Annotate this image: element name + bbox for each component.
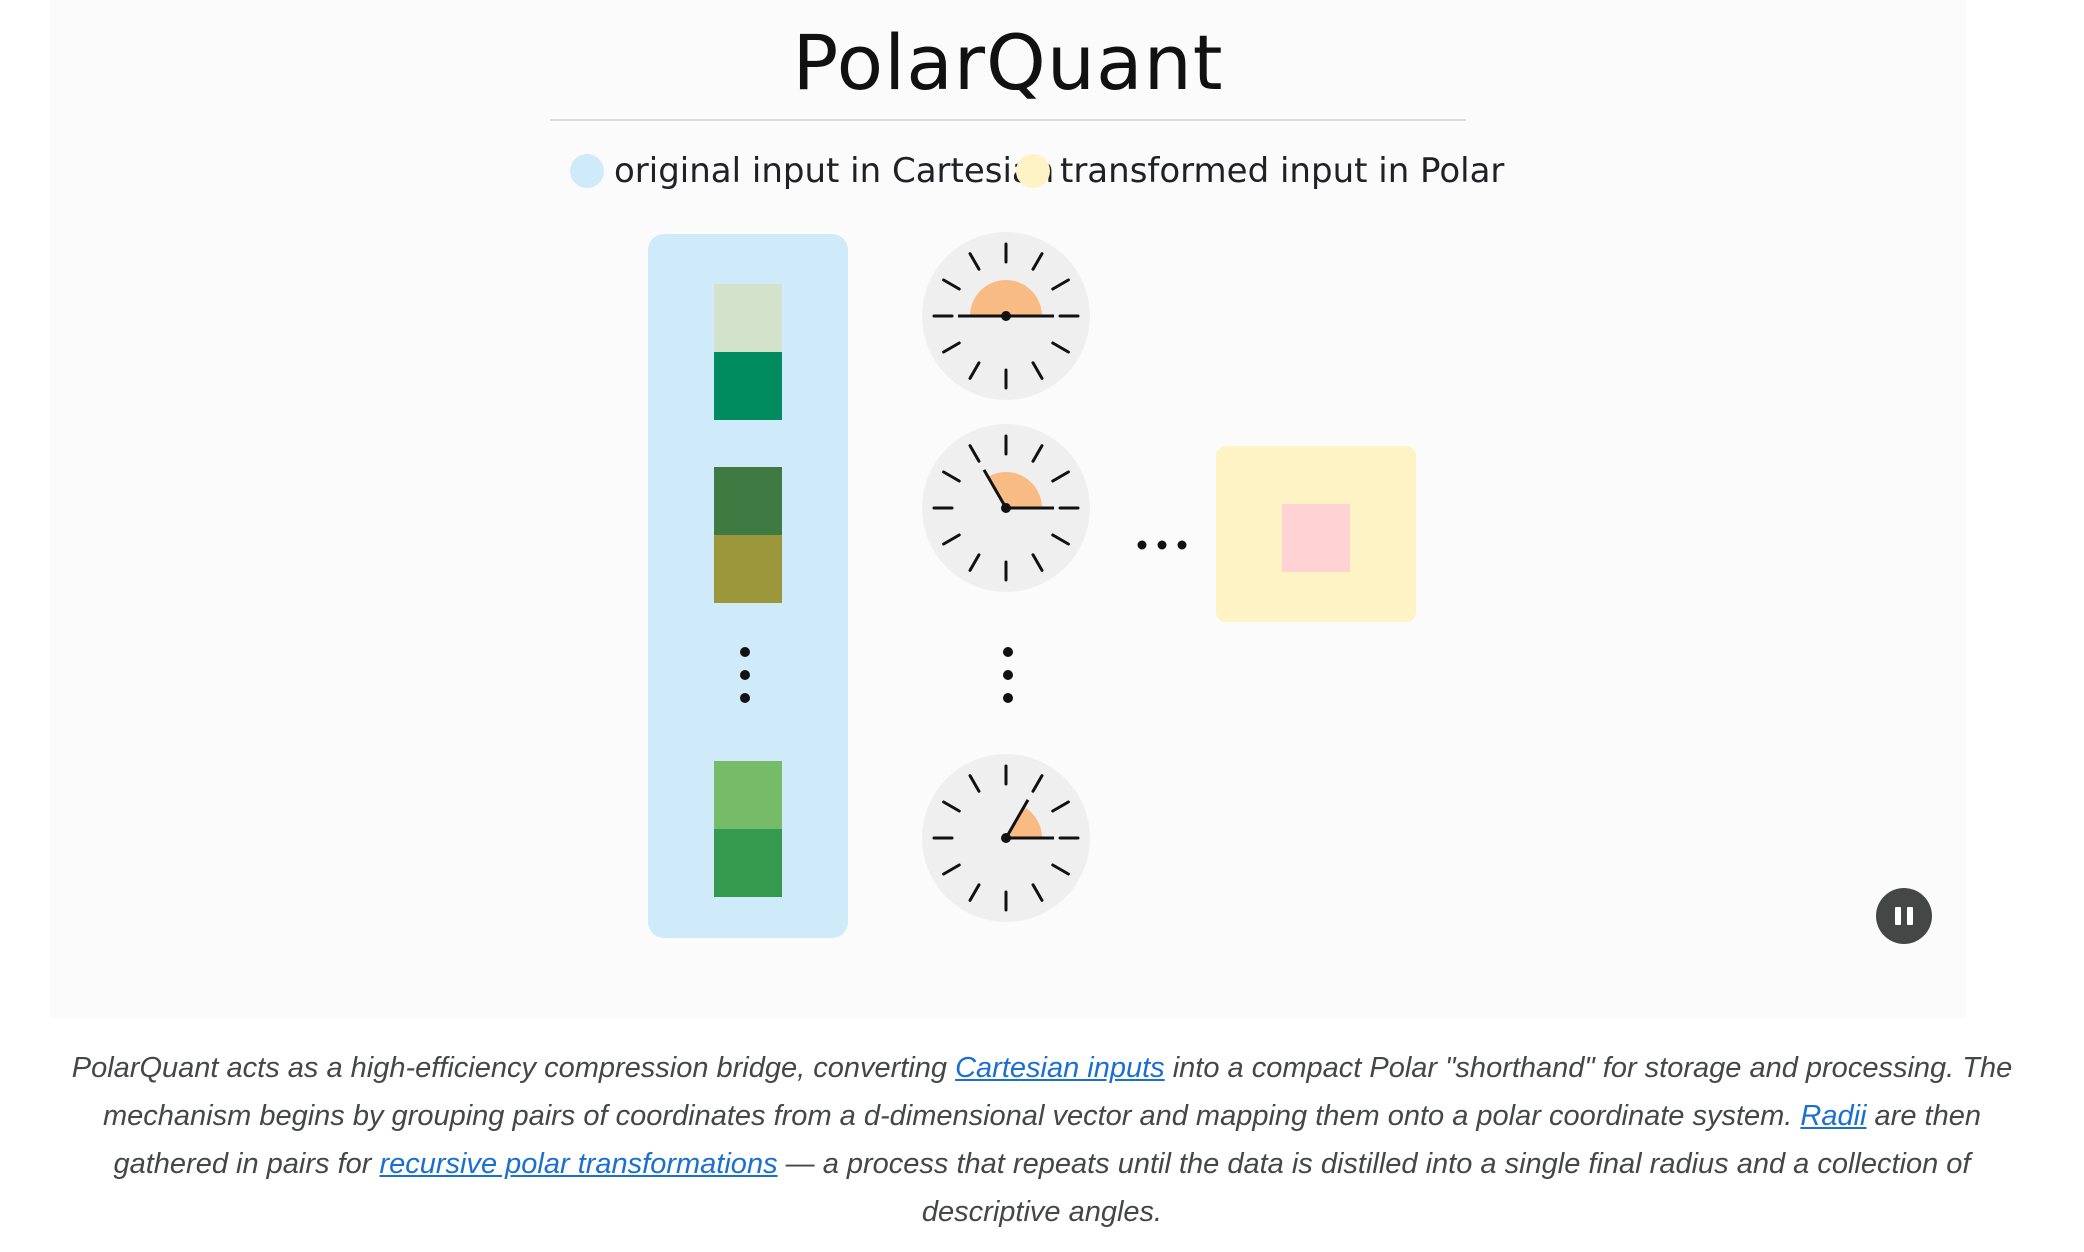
horizontal-dot-0 [1137, 540, 1147, 550]
vertical-dot-5 [1003, 693, 1013, 703]
radii-link[interactable]: Radii [1800, 1100, 1867, 1132]
vertical-ellipsis [740, 647, 1013, 703]
cartesian-squares [714, 284, 782, 897]
dial-angle-arc [970, 280, 1042, 316]
dial-tick [1031, 252, 1044, 271]
pause-button[interactable] [1876, 888, 1932, 944]
dial-tick [1031, 883, 1044, 902]
square-pair-0-top [714, 284, 782, 352]
dial-tick [1031, 553, 1044, 572]
dial-tick [1051, 470, 1070, 483]
dial-tick [942, 341, 961, 354]
dial-tick [1031, 361, 1044, 380]
square-pair-1-top [714, 467, 782, 535]
caption-text-4: — a process that repeats until the data … [777, 1148, 1971, 1228]
horizontal-dot-1 [1157, 540, 1167, 550]
polar-dial-0 [922, 232, 1090, 400]
legend-label-cartesian: original input in Cartesian [614, 151, 1055, 191]
dial-tick [1051, 341, 1070, 354]
vertical-dot-3 [1003, 647, 1013, 657]
legend-dot-polar [1016, 154, 1050, 188]
square-pair-2-top [714, 761, 782, 829]
dial-tick [942, 533, 961, 546]
square-pair-1-bottom [714, 535, 782, 603]
dial-angle-arc [1006, 806, 1042, 838]
dial-tick [942, 470, 961, 483]
dial-center [1001, 833, 1011, 843]
horizontal-ellipsis [1137, 540, 1187, 550]
polarquant-diagram [648, 232, 1416, 938]
title-divider [550, 119, 1466, 121]
vertical-dot-1 [740, 670, 750, 680]
dial-tick [942, 800, 961, 813]
dial-tick [1031, 774, 1044, 793]
vertical-dot-4 [1003, 670, 1013, 680]
figure-title: PolarQuant [792, 18, 1224, 107]
dial-center [1001, 311, 1011, 321]
caption-text-3: are then gathered in pairs for [113, 1100, 1981, 1180]
polar-dials [922, 232, 1090, 922]
legend-item-polar: transformed input in Polar [1016, 146, 1504, 196]
pause-icon-bar [1907, 907, 1913, 925]
vertical-dot-2 [740, 693, 750, 703]
polar-dial-2 [922, 754, 1090, 922]
dial-tick [968, 774, 981, 793]
square-pair-2-bottom [714, 829, 782, 897]
dial-center [1001, 503, 1011, 513]
vertical-dot-0 [740, 647, 750, 657]
cartesian-inputs-link[interactable]: Cartesian inputs [955, 1052, 1165, 1084]
polar-dial-1 [922, 424, 1090, 592]
dial-tick [1051, 533, 1070, 546]
recursive-polar-transformations-link[interactable]: recursive polar transformations [379, 1148, 778, 1180]
dial-tick [968, 553, 981, 572]
dial-tick [968, 361, 981, 380]
horizontal-dot-2 [1177, 540, 1187, 550]
dial-tick [968, 252, 981, 271]
dial-tick [968, 883, 981, 902]
dial-tick [942, 278, 961, 291]
square-pair-0-bottom [714, 352, 782, 420]
caption-text-1: PolarQuant acts as a high-efficiency com… [71, 1052, 956, 1084]
dial-tick [1051, 863, 1070, 876]
legend-dot-cartesian [570, 154, 604, 188]
dial-tick [1031, 444, 1044, 463]
legend-item-cartesian: original input in Cartesian [570, 146, 1054, 196]
dial-tick [1051, 800, 1070, 813]
pause-icon [1895, 907, 1901, 925]
legend-label-polar: transformed input in Polar [1060, 151, 1505, 191]
dial-tick [1051, 278, 1070, 291]
polar-output-square [1282, 504, 1350, 572]
caption-text-2: into a compact Polar "shorthand" for sto… [103, 1052, 2013, 1132]
dial-tick [968, 444, 981, 463]
dial-angle-hand [982, 469, 1008, 509]
dial-angle-hand [1004, 799, 1030, 839]
figure-caption: PolarQuant acts as a high-efficiency com… [70, 1044, 2014, 1236]
dial-tick [942, 863, 961, 876]
